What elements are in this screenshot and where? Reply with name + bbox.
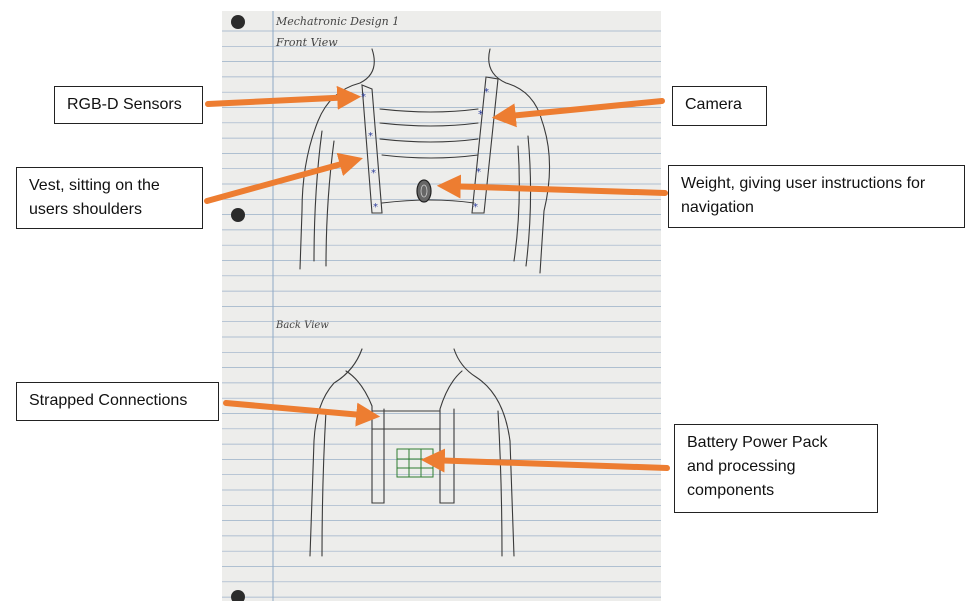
sketch-title-line2: Front View [275,36,338,49]
callout-rgbd-text: RGB-D Sensors [67,93,190,117]
sketch-title-line1: Mechatronic Design 1 [275,15,399,28]
svg-text:*: * [361,92,366,103]
binder-hole [231,208,245,222]
callout-vest: Vest, sitting on the users shoulders [16,167,203,229]
weight-drawing [417,180,431,202]
callout-vest-line1: Vest, sitting on the [29,174,190,198]
camera-mark: * [478,108,484,121]
svg-text:*: * [476,167,481,178]
callout-weight-line1: Weight, giving user instructions for [681,172,952,196]
callout-battery-line3: components [687,479,865,503]
svg-text:*: * [371,168,376,179]
callout-vest-line2: users shoulders [29,198,190,222]
callout-battery: Battery Power Pack and processing compon… [674,424,878,513]
notebook-sketch: Mechatronic Design 1 Front View Back Vie… [222,11,661,601]
paper-background [222,11,661,601]
svg-text:*: * [373,202,378,213]
callout-battery-line2: and processing [687,455,865,479]
callout-rgbd-sensors: RGB-D Sensors [54,86,203,124]
svg-text:*: * [484,87,489,98]
callout-weight: Weight, giving user instructions for nav… [668,165,965,228]
svg-text:*: * [368,131,373,142]
callout-camera-text: Camera [685,93,754,117]
callout-strapped-connections: Strapped Connections [16,382,219,421]
callout-weight-line2: navigation [681,196,952,220]
back-view-label: Back View [275,320,329,331]
callout-battery-line1: Battery Power Pack [687,431,865,455]
binder-hole [231,15,245,29]
callout-camera: Camera [672,86,767,126]
callout-straps-text: Strapped Connections [29,389,206,413]
svg-text:*: * [473,202,478,213]
